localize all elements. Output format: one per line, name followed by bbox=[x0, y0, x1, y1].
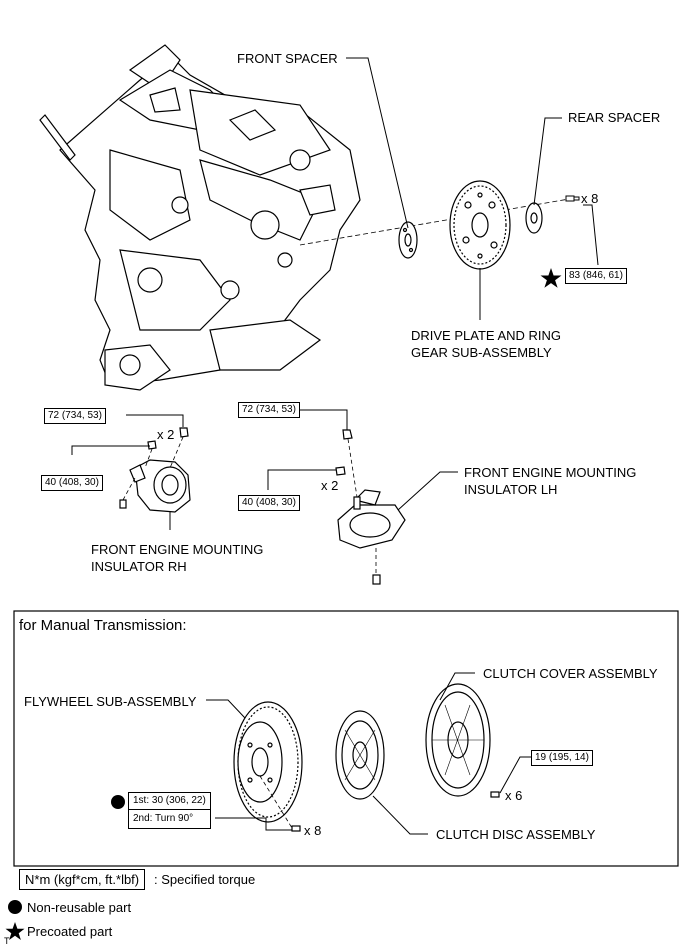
clutch-cover-qty: x 6 bbox=[505, 788, 523, 803]
rh-label-line2: INSULATOR RH bbox=[91, 559, 187, 574]
legend-precoated-text: Precoated part bbox=[27, 924, 113, 939]
manual-transmission-title: for Manual Transmission: bbox=[19, 617, 187, 634]
rh-lower-torque: 40 (408, 30) bbox=[41, 475, 103, 491]
drive-plate-part bbox=[449, 180, 511, 270]
manual-transmission-section bbox=[13, 610, 679, 867]
clutch-cover-torque: 19 (195, 14) bbox=[531, 750, 593, 766]
flywheel-part bbox=[233, 701, 303, 832]
clutch-disc-part bbox=[335, 710, 385, 800]
rear-spacer-part bbox=[525, 202, 543, 234]
drive-plate-label-line2: GEAR SUB-ASSEMBLY bbox=[411, 345, 552, 360]
rh-insulator-part bbox=[119, 427, 191, 513]
corner-mark: T bbox=[4, 936, 10, 946]
rh-label-line1: FRONT ENGINE MOUNTING bbox=[91, 542, 264, 557]
rh-upper-torque: 72 (734, 53) bbox=[44, 408, 106, 424]
clutch-disc-label: CLUTCH DISC ASSEMBLY bbox=[436, 827, 596, 842]
front-spacer-label: FRONT SPACER bbox=[237, 51, 338, 66]
front-spacer-part bbox=[398, 221, 418, 259]
flywheel-qty: x 8 bbox=[304, 823, 322, 838]
nonreusable-dot-icon bbox=[111, 795, 125, 809]
flywheel-torque-1st: 1st: 30 (306, 22) bbox=[129, 793, 210, 810]
rh-nut-qty: x 2 bbox=[157, 427, 175, 442]
drive-plate-label-line1: DRIVE PLATE AND RING bbox=[411, 328, 562, 343]
engine-assembly bbox=[39, 44, 361, 391]
flywheel-label: FLYWHEEL SUB-ASSEMBLY bbox=[24, 694, 197, 709]
drive-plate-torque: 83 (846, 61) bbox=[565, 268, 627, 284]
lh-lower-torque: 40 (408, 30) bbox=[238, 495, 300, 511]
drive-plate-bolt bbox=[565, 195, 580, 202]
lh-nut-qty: x 2 bbox=[321, 478, 339, 493]
legend-precoated-star-icon bbox=[5, 922, 25, 940]
lh-insulator-part bbox=[335, 429, 406, 585]
clutch-cover-part bbox=[425, 683, 500, 798]
lh-upper-torque: 72 (734, 53) bbox=[238, 402, 300, 418]
precoated-star-icon bbox=[540, 268, 562, 288]
clutch-cover-label: CLUTCH COVER ASSEMBLY bbox=[483, 666, 658, 681]
drive-plate-qty: x 8 bbox=[581, 191, 599, 206]
legend-torque-box: N*m (kgf*cm, ft.*lbf) bbox=[19, 869, 146, 890]
flywheel-torque-box: 1st: 30 (306, 22) 2nd: Turn 90° bbox=[128, 792, 211, 829]
lh-label-line1: FRONT ENGINE MOUNTING bbox=[464, 465, 637, 480]
flywheel-torque-2nd: 2nd: Turn 90° bbox=[133, 813, 194, 824]
legend-nonreusable-icon bbox=[8, 900, 22, 914]
legend-torque-text: : Specified torque bbox=[154, 872, 256, 887]
legend-nonreusable-text: Non-reusable part bbox=[27, 900, 132, 915]
rear-spacer-label: REAR SPACER bbox=[568, 110, 661, 125]
lh-label-line2: INSULATOR LH bbox=[464, 482, 558, 497]
